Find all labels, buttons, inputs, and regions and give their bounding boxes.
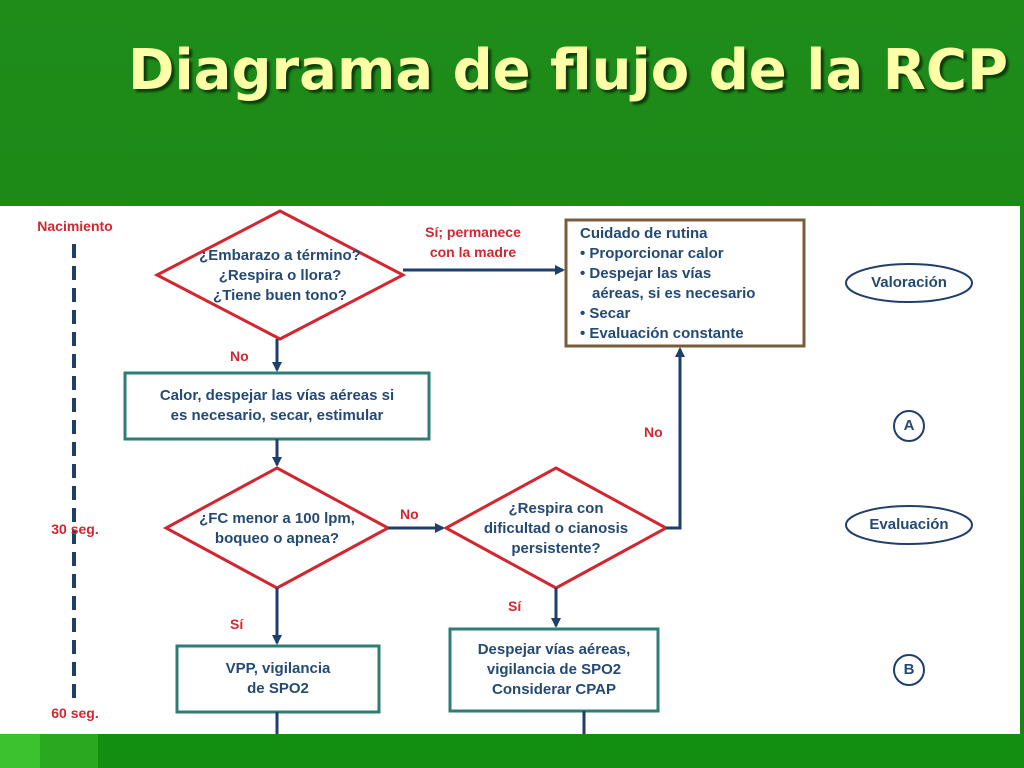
d3-text: ¿Respira con dificultad o cianosis persi…	[483, 500, 629, 557]
footer-accent-light	[0, 734, 40, 768]
arrow-d3-routine	[666, 347, 685, 530]
process-p1	[123, 371, 431, 441]
edge-label-yes-2: Sí	[508, 598, 522, 614]
circle-a	[893, 410, 925, 442]
edge-label-no-1: No	[230, 348, 249, 364]
oval-evaluacion	[845, 505, 973, 545]
edge-label-no-2: No	[644, 424, 663, 440]
edge-label-yes-stay: Sí; permanece con la madre	[425, 224, 521, 260]
p1-text: Calor, despejar las vías aéreas si es ne…	[159, 387, 395, 424]
flowchart-svg	[72, 209, 973, 734]
timeline-birth: Nacimiento	[37, 218, 113, 234]
p2-text: VPP, vigilancia de SPO2	[225, 660, 331, 697]
timeline-30s: 30 seg.	[51, 521, 99, 537]
decision-d1	[153, 209, 407, 341]
edge-label-no-3: No	[400, 506, 419, 522]
oval-valoracion	[845, 263, 973, 303]
footer-bar	[0, 734, 1024, 768]
circle-b	[893, 654, 925, 686]
d1-text: ¿Embarazo a término? ¿Respira o llora? ¿…	[199, 247, 361, 304]
flowchart-panel: Nacimiento 30 seg. 60 seg. ¿Embarazo a t…	[0, 206, 1020, 734]
label-evaluacion: Evaluación	[869, 516, 949, 533]
timeline-60s: 60 seg.	[51, 705, 99, 721]
edge-label-yes-1: Sí	[230, 616, 244, 632]
process-p3	[448, 627, 660, 713]
d2-text: ¿FC menor a 100 lpm, boqueo o apnea?	[199, 510, 355, 547]
p3-text: Despejar vías aéreas, vigilancia de SPO2…	[477, 641, 631, 698]
routine-box	[564, 218, 806, 348]
routine-text: Cuidado de rutina • Proporcionar calor •…	[580, 225, 756, 342]
label-a: A	[903, 417, 915, 434]
label-valoracion: Valoración	[871, 274, 947, 291]
label-b: B	[903, 661, 915, 678]
slide-title: Diagrama de flujo de la RCP	[128, 38, 1009, 103]
footer-accent-mid	[40, 734, 98, 768]
